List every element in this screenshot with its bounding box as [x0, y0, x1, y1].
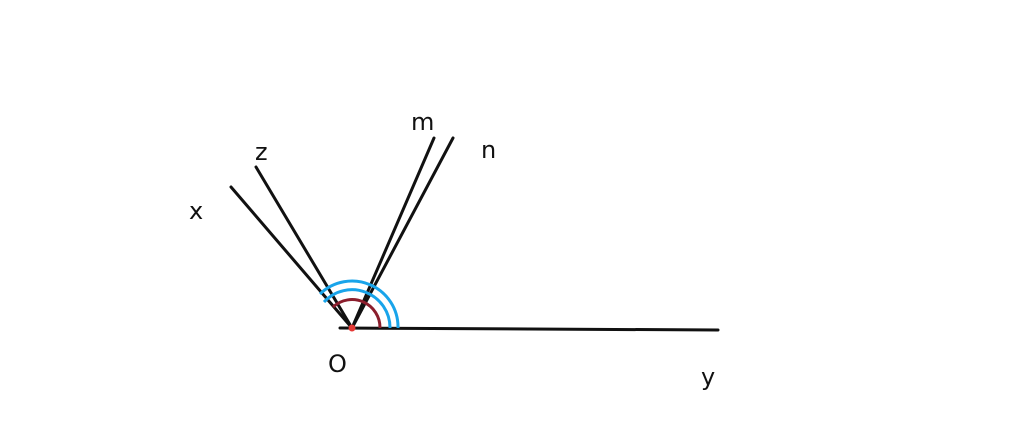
label-n: n [481, 136, 496, 164]
ray-on [350, 136, 455, 330]
angle-arc-outer [318, 279, 400, 329]
vertex-dot [348, 324, 356, 332]
label-y: y [701, 363, 715, 391]
label-x: x [189, 197, 203, 225]
ray-om [350, 136, 436, 330]
label-z: z [255, 138, 268, 166]
label-m: m [411, 108, 434, 136]
angle-arc-inner [331, 298, 382, 329]
label-vertex: O [328, 350, 347, 378]
angle-arc-middle [322, 288, 392, 329]
ray-oy [338, 326, 720, 332]
ray-oz [254, 165, 354, 330]
ray-ox [229, 185, 354, 330]
